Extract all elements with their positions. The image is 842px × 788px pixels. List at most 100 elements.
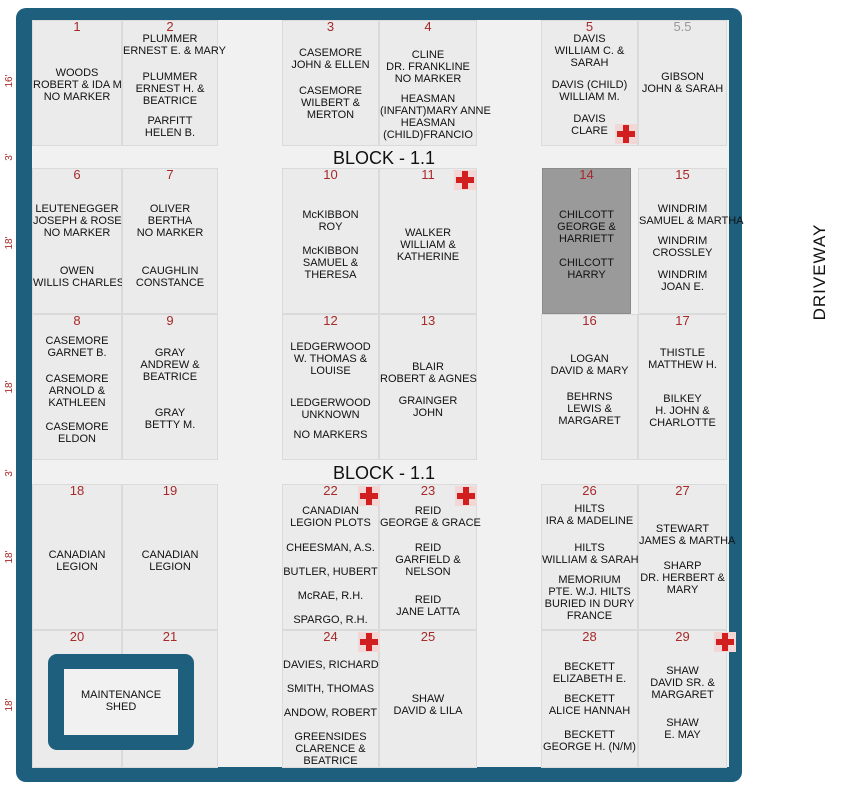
interment-names: BECKETT ELIZABETH E. [552,661,627,685]
interment-names: SHAW DAVID & LILA [393,693,463,717]
plot-number: 25 [420,629,436,644]
interment-names: CASEMORE GARNET B. [45,335,109,359]
grave-marker-cross-icon [455,486,477,506]
plot-number: 21 [162,629,178,644]
interment-names: REID GEORGE & GRACE [380,505,481,529]
interment-names: CHILCOTT GEORGE & HARRIETT [557,209,616,245]
interment-names: SHAW DAVID SR. & MARGARET [650,665,715,701]
interment-names: GRAY BETTY M. [144,407,196,431]
interment-names: HEASMAN (INFANT)MARY ANNE HEASMAN (CHILD… [380,93,491,141]
interment-names: WINDRIM JOAN E. [657,269,708,293]
interment-names: HILTS WILLIAM & SARAH [542,542,639,566]
maintenance-shed[interactable]: MAINTENANCE SHED [64,669,178,735]
interment-names: WALKER WILLIAM & KATHERINE [396,227,460,263]
interment-names: GRAY ANDREW & BEATRICE [140,347,200,383]
dimension-3ft-top: 3' [4,153,15,161]
block-label-middle: BLOCK - 1.1 [333,463,436,483]
interment-names: CLINE DR. FRANKLINE NO MARKER [386,49,470,85]
plot-number: 5 [585,19,594,34]
interment-names: BUTLER, HUBERT [283,566,378,578]
dimension-18ft-row2: 18' [4,236,15,250]
interment-names: WINDRIM CROSSLEY [652,235,713,259]
interment-names: McRAE, R.H. [297,590,364,602]
interment-names: LEDGERWOOD UNKNOWN [290,397,371,421]
interment-names: DAVIES, RICHARD [283,659,379,671]
interment-names: THISTLE MATTHEW H. [648,347,717,371]
interment-names: WOODS ROBERT & IDA MAY NO MARKER [33,67,136,103]
interment-names: BEHRNS LEWIS & MARGARET [558,391,621,427]
plot-number: 13 [420,313,436,328]
interment-names: CAUGHLIN CONSTANCE [135,265,205,289]
interment-names: LEDGERWOOD W. THOMAS & LOUISE [290,341,371,377]
interment-names: BILKEY H. JOHN & CHARLOTTE [649,393,716,429]
plot-number: 1 [73,19,81,34]
plot-number: 18 [69,483,85,498]
plot-number: 3 [326,19,335,34]
interment-names: CASEMORE JOHN & ELLEN [291,47,370,71]
plot-number: 5.5 [673,19,692,34]
block-label-top: BLOCK - 1.1 [333,148,436,168]
interment-names: CASEMORE ARNOLD & KATHLEEN [45,373,109,409]
plot-number: 23 [420,483,436,498]
grave-marker-cross-icon [714,632,736,652]
plot-number: 15 [675,167,690,182]
interment-names: CHILCOTT HARRY [559,257,614,281]
interment-names: DAVIS (CHILD) WILLIAM M. [551,79,628,103]
dimension-3ft-middle: 3' [4,469,15,477]
grave-marker-cross-icon [358,486,380,506]
plot-number: 22 [323,483,338,498]
interment-names: BECKETT GEORGE H. (N/M) [543,729,636,753]
plot-number: 16 [582,313,597,328]
interment-names: LOGAN DAVID & MARY [550,353,629,377]
interment-names: GIBSON JOHN & SARAH [641,71,724,95]
grave-marker-cross-icon [454,170,476,190]
plot-number: 9 [166,313,174,328]
interment-names: PARFITT HELEN B. [144,115,196,139]
interment-names: McKIBBON ROY [302,209,359,233]
interment-names: CASEMORE ELDON [45,421,109,445]
maintenance-shed-label: MAINTENANCE SHED [80,689,162,713]
dimension-16ft: 16' [4,74,15,88]
interment-names: CANADIAN LEGION PLOTS [290,505,371,529]
plot-number: 2 [166,19,174,34]
grave-marker-cross-icon [615,124,637,144]
interment-names: WINDRIM SAMUEL & MARTHA [639,203,744,227]
interment-names: CASEMORE WILBERT & MERTON [299,85,362,121]
interment-names: GRAINGER JOHN [398,395,458,419]
interment-names: STEWART JAMES & MARTHA [639,523,736,547]
dimension-18ft-row3: 18' [4,380,15,394]
interment-names: OLIVER BERTHA NO MARKER [136,203,204,239]
plot-number: 26 [582,483,597,498]
interment-names: NO MARKERS [293,429,368,441]
plot-number: 12 [323,313,338,328]
plot-number: 4 [424,19,432,34]
dimension-18ft-row4: 18' [4,550,15,564]
